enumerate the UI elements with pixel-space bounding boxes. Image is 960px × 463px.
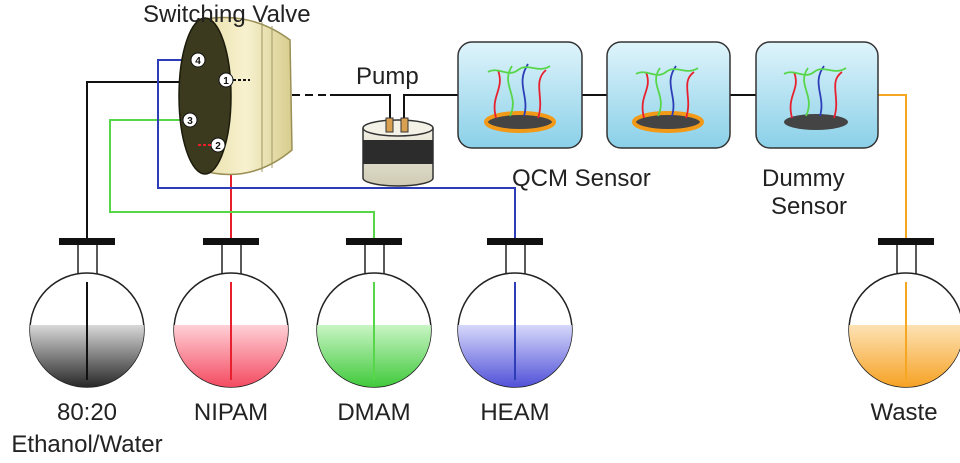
valve-port-3 [182,112,198,128]
switching-valve: 1 2 3 4 [178,16,293,176]
flask-heam-label: HEAM [480,399,549,426]
valve-port-4 [190,52,206,68]
valve-face [178,17,232,175]
valve-port-4-label: 4 [195,56,201,67]
flask-heam [457,238,573,388]
qcm-sensor-1 [457,41,583,149]
qcm-sensor-label: QCM Sensor [512,165,651,192]
valve-port-1-label: 1 [223,76,229,87]
valve-port-2-label: 2 [215,141,221,152]
flask-waste-label: Waste [870,399,937,426]
dummy-sensor-label-line1: Dummy [762,165,845,192]
flask-nipam-label: NIPAM [194,399,268,426]
flask-dmam-label: DMAM [337,399,410,426]
flask-ethanol-water [29,238,145,388]
qcm-sensor-2 [606,41,731,149]
dummy-sensor-label-line2: Sensor [771,193,847,220]
tube-valve-to-pump-solid [330,94,391,122]
flask-nipam [173,238,289,388]
switching-valve-label: Switching Valve [143,1,311,28]
valve-port-3-label: 3 [187,116,193,127]
flask-ethanol-water-label-line1: 80:20 [57,399,117,426]
pump-label: Pump [356,63,419,90]
pump [362,117,434,187]
flask-waste [848,238,960,388]
flask-dmam [316,238,432,388]
flask-ethanol-water-label-line2: Ethanol/Water [11,431,162,458]
dummy-sensor [755,41,879,149]
tube-pump-to-qcm [403,94,458,122]
